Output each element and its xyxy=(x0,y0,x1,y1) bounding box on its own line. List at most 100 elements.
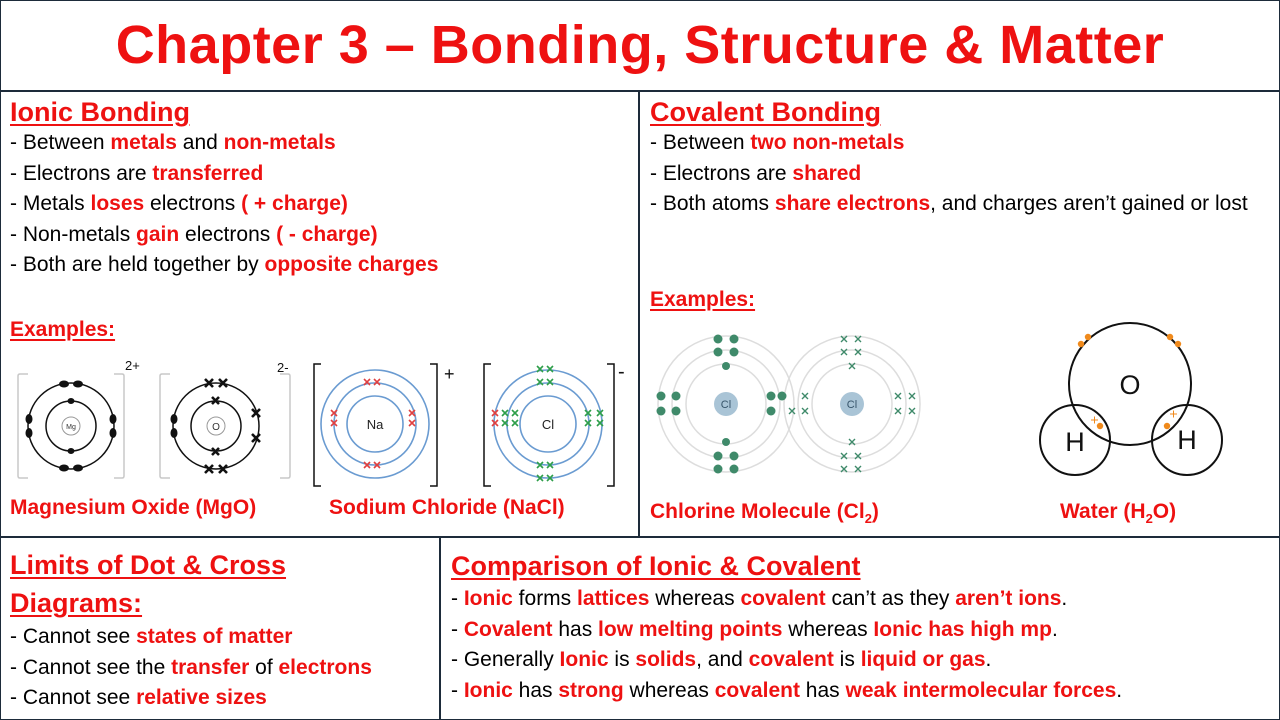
highlight-text: covalent xyxy=(714,678,800,702)
bullet-text: - Electrons are xyxy=(10,161,153,185)
na-crosses xyxy=(330,378,416,469)
bullet-text: has xyxy=(799,678,846,702)
highlight-text: covalent xyxy=(740,587,826,611)
comparison-panel: Comparison of Ionic & Covalent - Ionic f… xyxy=(441,538,1280,720)
water-electrons xyxy=(1077,333,1182,430)
highlight-text: lattices xyxy=(577,587,650,611)
bullet-text: electrons xyxy=(144,192,242,216)
title-bar: Chapter 3 – Bonding, Structure & Matter xyxy=(0,0,1280,92)
bullet-text: . xyxy=(985,648,992,672)
highlight-text: Ionic xyxy=(463,587,513,611)
bullet-text: - Cannot see xyxy=(10,686,137,709)
highlight-text: ( - charge) xyxy=(276,222,378,246)
bullet-text: and xyxy=(176,131,224,155)
bullet-text: - Generally xyxy=(451,648,560,672)
cl-crosses xyxy=(501,365,604,482)
caption-chlorine-molecule: Chlorine Molecule (Cl2) xyxy=(650,500,879,527)
highlight-text: Ionic has high mp xyxy=(873,617,1052,641)
highlight-text: transfer xyxy=(171,655,250,679)
bullet-text: . xyxy=(1116,678,1123,702)
na-charge: + xyxy=(444,364,455,384)
caption-water: Water (H2O) xyxy=(1060,500,1177,527)
bullet-item: - Cannot see the transfer of electrons xyxy=(10,653,372,684)
bullet-text: electrons xyxy=(179,222,277,246)
highlight-text: covalent xyxy=(748,648,834,672)
bullet-text: - xyxy=(451,587,464,611)
bullet-text: - Non-metals xyxy=(10,222,137,246)
bullet-item: - Electrons are transferred xyxy=(10,159,438,190)
highlight-text: states of matter xyxy=(136,625,293,648)
na-nucleus-label: Na xyxy=(367,417,384,432)
water-molecule-diagram: O H H xyxy=(1039,322,1223,476)
mg-charge: 2+ xyxy=(125,358,140,373)
bullet-text: - Metals xyxy=(10,192,91,216)
highlight-text: shared xyxy=(792,161,862,185)
ionic-bullets: - Between metals and non-metals- Electro… xyxy=(10,128,438,281)
covalent-examples-label: Examples: xyxy=(650,288,756,311)
cl-left-label: Cl xyxy=(721,399,731,411)
ionic-heading: Ionic Bonding xyxy=(10,97,190,127)
highlight-text: solids xyxy=(635,648,697,672)
highlight-text: relative sizes xyxy=(136,686,267,709)
highlight-text: Ionic xyxy=(463,678,513,702)
limits-panel: Limits of Dot & Cross Diagrams: - Cannot… xyxy=(0,538,441,720)
highlight-text: share electrons xyxy=(774,192,931,216)
bullet-item: - Generally Ionic is solids, and covalen… xyxy=(451,645,1122,676)
bullet-text: - Between xyxy=(10,131,111,155)
highlight-text: electrons xyxy=(278,655,372,679)
bullet-text: - Both atoms xyxy=(650,192,775,216)
highlight-text: low melting points xyxy=(598,617,783,641)
bullet-item: - Cannot see relative sizes xyxy=(10,683,372,714)
bullet-text: has xyxy=(512,678,559,702)
limits-bullets: - Cannot see states of matter- Cannot se… xyxy=(10,622,372,714)
bullet-text: . xyxy=(1051,617,1058,641)
bullet-item: - Non-metals gain electrons ( - charge) xyxy=(10,220,438,251)
caption-mgo: Magnesium Oxide (MgO) xyxy=(10,496,257,519)
highlight-text: aren’t ions xyxy=(955,587,1062,611)
highlight-text: weak intermolecular forces xyxy=(845,678,1117,702)
bullet-text: whereas xyxy=(649,587,741,611)
page-title: Chapter 3 – Bonding, Structure & Matter xyxy=(115,15,1165,75)
bullet-item: - Metals loses electrons ( + charge) xyxy=(10,189,438,220)
bullet-text: , and charges aren’t gained or lost xyxy=(930,192,1248,216)
hydrogen-atom-right xyxy=(1151,404,1223,476)
highlight-text: ( + charge) xyxy=(241,192,348,216)
highlight-text: two non-metals xyxy=(750,131,905,155)
bullet-text: can’t as they xyxy=(825,587,956,611)
bullet-text: - Cannot see xyxy=(10,625,137,648)
bullet-text: whereas xyxy=(782,617,874,641)
cl-right-crosses xyxy=(788,335,916,473)
bullet-text: forms xyxy=(512,587,578,611)
covalent-bullets: - Between two non-metals - Electrons are … xyxy=(650,128,1270,220)
bullet-text: of xyxy=(249,655,279,679)
bullet-text: - Between xyxy=(650,131,751,155)
bullet-text: . xyxy=(1061,587,1068,611)
bullet-text: - Electrons are xyxy=(650,161,793,185)
bullet-text: is xyxy=(608,648,636,672)
mg-electrons xyxy=(25,380,117,472)
comparison-heading: Comparison of Ionic & Covalent xyxy=(451,551,861,581)
highlight-text: non-metals xyxy=(223,131,336,155)
bullet-item: - Both atoms share electrons, and charge… xyxy=(650,189,1270,220)
bullet-text: - xyxy=(451,678,464,702)
ionic-examples-label: Examples: xyxy=(10,318,116,341)
water-h-right-label: H xyxy=(1177,425,1197,455)
o-nucleus-label: O xyxy=(212,422,220,433)
bullet-text: - Cannot see the xyxy=(10,655,172,679)
water-h-left-label: H xyxy=(1065,427,1085,457)
bullet-text: is xyxy=(833,648,861,672)
highlight-text: Ionic xyxy=(559,648,609,672)
cl-charge: - xyxy=(618,361,625,383)
highlight-text: liquid or gas xyxy=(860,648,986,672)
highlight-text: Covalent xyxy=(463,617,553,641)
bullet-item: - Both are held together by opposite cha… xyxy=(10,250,438,281)
bullet-item: - Cannot see states of matter xyxy=(10,622,372,653)
cl-right-label: Cl xyxy=(847,399,857,411)
bullet-text: - Both are held together by xyxy=(10,253,265,277)
bullet-text: , and xyxy=(696,648,749,672)
highlight-text: transferred xyxy=(152,161,264,185)
caption-nacl: Sodium Chloride (NaCl) xyxy=(329,496,565,519)
o-crosses xyxy=(204,378,261,474)
highlight-text: gain xyxy=(136,222,180,246)
bullet-item: - Electrons are shared xyxy=(650,159,1270,190)
